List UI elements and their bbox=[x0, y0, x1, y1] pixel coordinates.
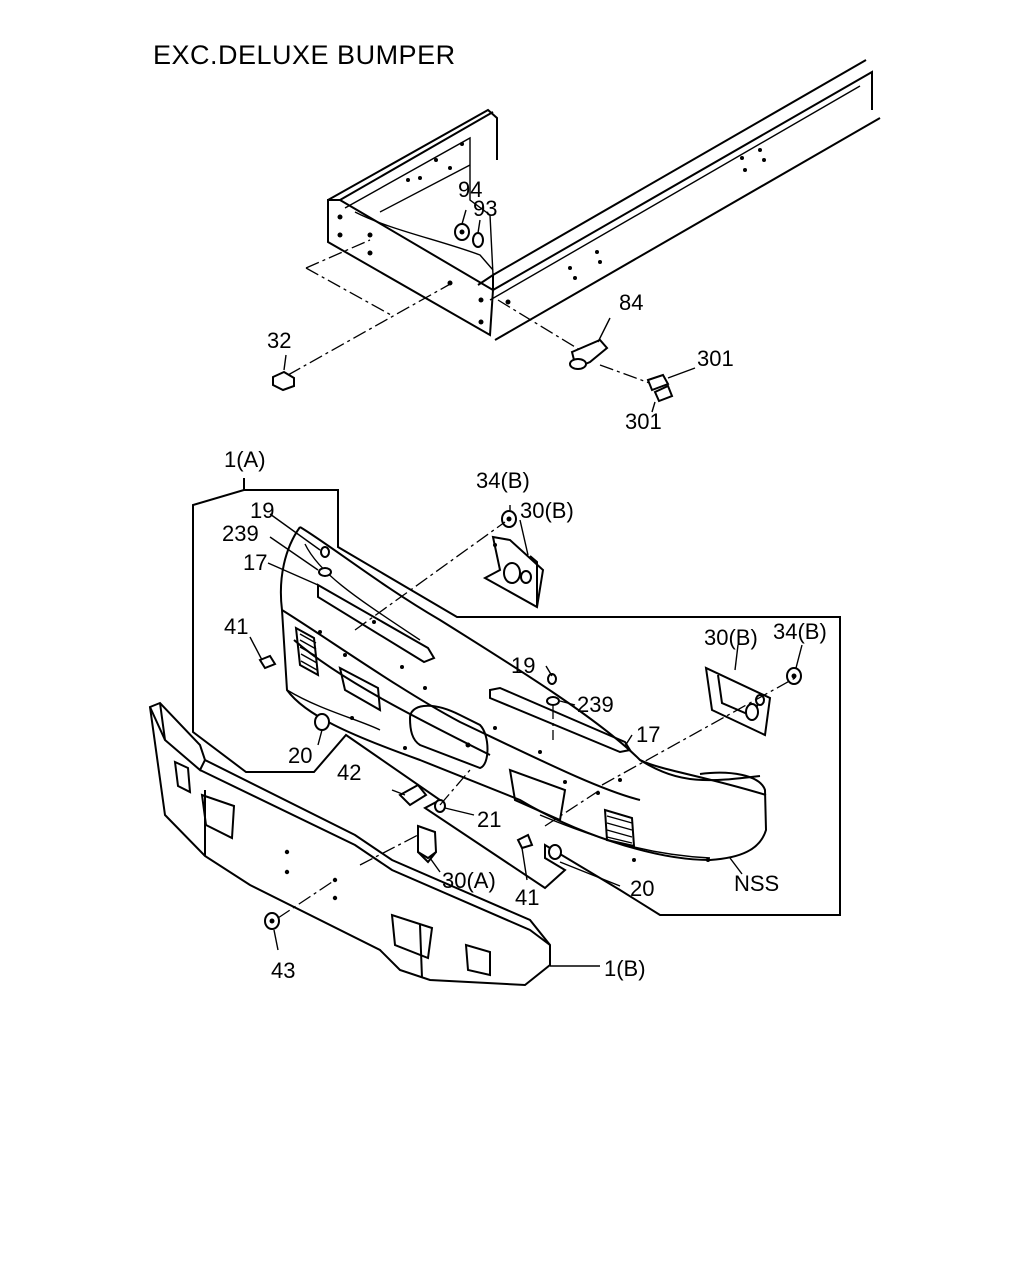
label-30a: 30(A) bbox=[442, 868, 496, 893]
label-32: 32 bbox=[267, 328, 291, 353]
part-labels: 94 93 84 32 301 301 1(A) 34(B) 30(B) 19 … bbox=[222, 177, 827, 983]
label-42: 42 bbox=[337, 760, 361, 785]
label-301-upper: 301 bbox=[697, 346, 734, 371]
label-21: 21 bbox=[477, 807, 501, 832]
bumper-bar-1b bbox=[148, 701, 600, 987]
frame-rail-assembly bbox=[272, 59, 881, 413]
label-17-left: 17 bbox=[243, 550, 267, 575]
bumper-assembly-1a bbox=[192, 478, 841, 916]
diagram-title: EXC.DELUXE BUMPER bbox=[153, 40, 456, 70]
label-43: 43 bbox=[271, 958, 295, 983]
label-239-left: 239 bbox=[222, 521, 259, 546]
label-84: 84 bbox=[619, 290, 643, 315]
label-301-lower: 301 bbox=[625, 409, 662, 434]
label-nss: NSS bbox=[734, 871, 779, 896]
label-1a: 1(A) bbox=[224, 447, 266, 472]
label-30b-top: 30(B) bbox=[520, 498, 574, 523]
label-34b-right: 34(B) bbox=[773, 619, 827, 644]
label-93: 93 bbox=[473, 196, 497, 221]
label-1b: 1(B) bbox=[604, 956, 646, 981]
label-94: 94 bbox=[458, 177, 482, 202]
label-41-left: 41 bbox=[224, 614, 248, 639]
label-41-mid: 41 bbox=[515, 885, 539, 910]
label-30b-right: 30(B) bbox=[704, 625, 758, 650]
label-34b-top: 34(B) bbox=[476, 468, 530, 493]
label-20-right: 20 bbox=[630, 876, 654, 901]
label-20-left: 20 bbox=[288, 743, 312, 768]
label-17-right: 17 bbox=[636, 722, 660, 747]
label-19-left: 19 bbox=[250, 498, 274, 523]
label-19-right: 19 bbox=[511, 653, 535, 678]
label-239-right: 239 bbox=[577, 692, 614, 717]
